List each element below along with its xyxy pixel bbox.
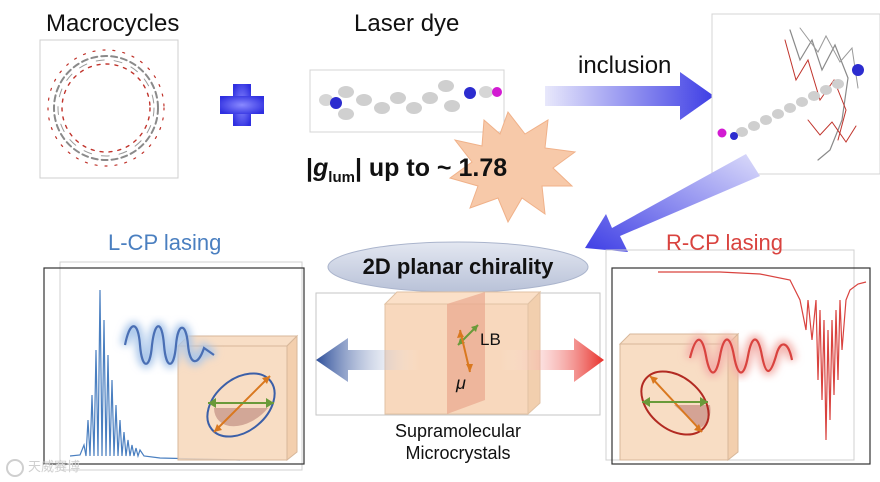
glum-suffix: | up to ~ 1.78 — [354, 154, 508, 182]
left-spectrum — [69, 289, 241, 461]
left-crystal-cube — [176, 334, 299, 462]
right-spectrum — [658, 271, 867, 441]
supramolecular-label: Supramolecular Microcrystals — [340, 420, 576, 464]
r-cp-lasing-label: R-CP lasing — [666, 230, 783, 255]
left-panel-frame — [43, 267, 305, 465]
watermark: 天威赛博 — [6, 456, 80, 477]
macrocycles-label: Macrocycles — [46, 10, 180, 37]
inclusion-label: inclusion — [578, 52, 672, 79]
left-polarization-ellipse — [206, 372, 276, 438]
glum-sub: lum — [328, 169, 355, 186]
right-panel-frame — [611, 267, 871, 465]
l-cp-lasing-label: L-CP lasing — [108, 230, 222, 255]
laser-dye-molecule — [319, 80, 502, 120]
complex-frame — [711, 13, 880, 175]
right-panel-back — [605, 249, 855, 461]
glum-prefix: | — [306, 154, 313, 182]
glum-label: |glum| up to ~ 1.78 — [306, 154, 507, 186]
glum-g: g — [313, 154, 329, 182]
supra-line-1: Supramolecular — [394, 421, 522, 441]
arrow-right-icon — [545, 72, 714, 120]
arrow-diagonal-icon — [585, 154, 760, 252]
arrow-right-red-icon — [500, 338, 604, 382]
left-panel-back — [59, 261, 303, 471]
watermark-text: 天威赛博 — [28, 460, 81, 475]
laser-dye-label: Laser dye — [354, 10, 460, 37]
right-cp-wave — [685, 335, 797, 377]
enhancement-burst — [448, 110, 577, 224]
laser-dye-frame — [309, 69, 505, 133]
plus-icon — [220, 84, 264, 126]
mu-label: μ — [456, 373, 466, 393]
macrocycle-structure — [47, 49, 165, 167]
chirality-label: 2D planar chirality — [362, 254, 554, 279]
watermark-logo-icon — [6, 458, 24, 477]
right-polarization-ellipse — [640, 370, 711, 436]
left-cp-wave — [120, 321, 217, 369]
macrocycle-frame — [39, 39, 179, 179]
arrow-left-blue-icon — [316, 338, 420, 382]
supra-line-2: Microcrystals — [405, 443, 511, 463]
lb-label: LB — [480, 330, 501, 349]
inclusion-complex — [717, 27, 864, 161]
